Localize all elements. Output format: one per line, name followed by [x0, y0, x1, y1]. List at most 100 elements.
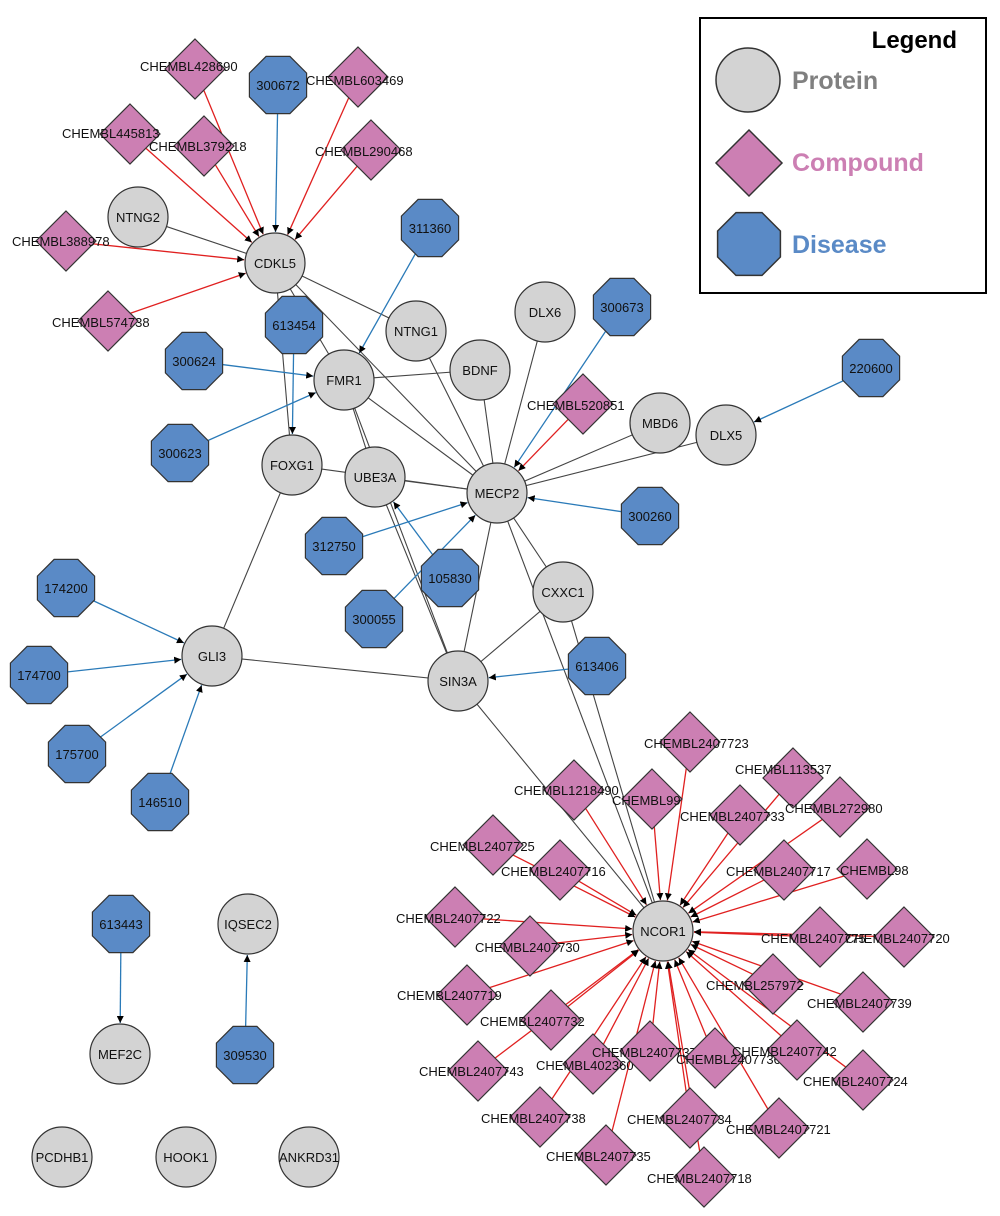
node-613406[interactable]: 613406 — [567, 636, 627, 696]
node-chembl257972[interactable]: CHEMBL257972 — [706, 953, 804, 1015]
node-300624[interactable]: 300624 — [164, 331, 224, 391]
node-hook1[interactable]: HOOK1 — [155, 1126, 217, 1188]
node-chembl428690[interactable]: CHEMBL428690 — [140, 38, 238, 100]
node-label: CHEMBL520851 — [527, 398, 625, 413]
node-chembl2407742[interactable]: CHEMBL2407742 — [732, 1019, 837, 1081]
node-300673[interactable]: 300673 — [592, 277, 652, 337]
node-613454[interactable]: 613454 — [264, 295, 324, 355]
protein-circle — [278, 1126, 340, 1188]
node-chembl2407736[interactable]: CHEMBL2407736 — [676, 1027, 781, 1089]
node-chembl2407733[interactable]: CHEMBL2407733 — [680, 784, 785, 846]
edge-d312750-mecp2 — [351, 501, 468, 541]
node-label: CHEMBL2407738 — [481, 1111, 586, 1126]
node-label: HOOK1 — [163, 1150, 209, 1165]
node-175700[interactable]: 175700 — [47, 724, 107, 784]
protein-circle — [629, 392, 691, 454]
node-chembl2407730[interactable]: CHEMBL2407730 — [475, 915, 580, 977]
node-chembl2407717[interactable]: CHEMBL2407717 — [726, 839, 831, 901]
node-chembl2407720[interactable]: CHEMBL2407720 — [845, 906, 950, 968]
edge-d613406-sin3a — [488, 667, 579, 681]
node-174700[interactable]: 174700 — [9, 645, 69, 705]
node-300623[interactable]: 300623 — [150, 423, 210, 483]
node-chembl2407735[interactable]: CHEMBL2407735 — [546, 1124, 651, 1186]
node-311360[interactable]: 311360 — [400, 198, 460, 258]
node-dlx5[interactable]: DLX5 — [695, 404, 757, 466]
node-ntng2[interactable]: NTNG2 — [107, 186, 169, 248]
compound-diamond — [709, 784, 771, 846]
node-300055[interactable]: 300055 — [344, 589, 404, 649]
edge-c98-ncor1 — [692, 873, 850, 924]
node-220600[interactable]: 220600 — [841, 338, 901, 398]
node-chembl272980[interactable]: CHEMBL272980 — [785, 776, 883, 838]
node-300260[interactable]: 300260 — [620, 486, 680, 546]
node-dlx6[interactable]: DLX6 — [514, 281, 576, 343]
node-ankrd31[interactable]: ANKRD31 — [278, 1126, 340, 1188]
node-chembl2407719[interactable]: CHEMBL2407719 — [397, 964, 502, 1026]
node-ncor1[interactable]: NCOR1 — [632, 900, 694, 962]
node-chembl98[interactable]: CHEMBL98 — [836, 838, 909, 900]
node-bdnf[interactable]: BDNF — [449, 339, 511, 401]
node-chembl2407732[interactable]: CHEMBL2407732 — [480, 989, 585, 1051]
node-chembl2407722[interactable]: CHEMBL2407722 — [396, 886, 501, 948]
node-309530[interactable]: 309530 — [215, 1025, 275, 1085]
node-chembl445813[interactable]: CHEMBL445813 — [62, 103, 161, 165]
edge-c2407720-ncor1 — [693, 928, 887, 938]
edge-c2407738-ncor1 — [549, 956, 647, 1103]
node-cxxc1[interactable]: CXXC1 — [532, 561, 594, 623]
node-chembl402360[interactable]: CHEMBL402360 — [536, 1033, 634, 1095]
node-146510[interactable]: 146510 — [130, 772, 190, 832]
node-mecp2[interactable]: MECP2 — [466, 462, 528, 524]
compound-diamond — [836, 838, 898, 900]
node-chembl2407734[interactable]: CHEMBL2407734 — [627, 1087, 732, 1149]
node-174200[interactable]: 174200 — [36, 558, 96, 618]
legend: Legend Protein Compound Disease — [699, 17, 987, 294]
node-mbd6[interactable]: MBD6 — [629, 392, 691, 454]
edge-c1218490-ncor1 — [583, 804, 648, 906]
compound-diamond — [436, 964, 498, 1026]
node-sin3a[interactable]: SIN3A — [427, 650, 489, 712]
compound-diamond — [621, 768, 683, 830]
node-chembl379218[interactable]: CHEMBL379218 — [149, 115, 247, 177]
node-chembl2407716[interactable]: CHEMBL2407716 — [501, 839, 606, 901]
node-chembl520851[interactable]: CHEMBL520851 — [527, 373, 625, 435]
compound-diamond — [99, 103, 161, 165]
node-chembl2407721[interactable]: CHEMBL2407721 — [726, 1097, 831, 1159]
node-chembl2407724[interactable]: CHEMBL2407724 — [803, 1049, 908, 1111]
node-label: CHEMBL2407743 — [419, 1064, 524, 1079]
disease-octagon — [420, 548, 480, 608]
node-613443[interactable]: 613443 — [91, 894, 151, 954]
node-chembl574738[interactable]: CHEMBL574738 — [52, 290, 150, 352]
node-iqsec2[interactable]: IQSEC2 — [217, 893, 279, 955]
disease-octagon — [264, 295, 324, 355]
node-chembl2407738[interactable]: CHEMBL2407738 — [481, 1086, 586, 1148]
node-chembl1218490[interactable]: CHEMBL1218490 — [514, 759, 619, 821]
node-chembl2407718[interactable]: CHEMBL2407718 — [647, 1146, 752, 1208]
node-chembl2407739[interactable]: CHEMBL2407739 — [807, 971, 912, 1033]
node-chembl290468[interactable]: CHEMBL290468 — [315, 119, 413, 181]
node-300672[interactable]: 300672 — [248, 55, 308, 115]
node-105830[interactable]: 105830 — [420, 548, 480, 608]
node-pcdhb1[interactable]: PCDHB1 — [31, 1126, 93, 1188]
node-chembl2407725[interactable]: CHEMBL2407725 — [430, 814, 535, 876]
node-ntng1[interactable]: NTNG1 — [385, 300, 447, 362]
node-label: 300055 — [352, 612, 395, 627]
node-chembl388978[interactable]: CHEMBL388978 — [12, 210, 110, 272]
node-chembl113537[interactable]: CHEMBL113537 — [735, 747, 832, 809]
node-gli3[interactable]: GLI3 — [181, 625, 243, 687]
node-312750[interactable]: 312750 — [304, 516, 364, 576]
node-chembl2407775[interactable]: CHEMBL2407775 — [761, 906, 866, 968]
node-chembl603469[interactable]: CHEMBL603469 — [306, 46, 404, 108]
node-mef2c[interactable]: MEF2C — [89, 1023, 151, 1085]
node-chembl2407723[interactable]: CHEMBL2407723 — [644, 711, 749, 773]
disease-octagon — [164, 331, 224, 391]
node-chembl2407743[interactable]: CHEMBL2407743 — [419, 1040, 524, 1102]
node-label: 300673 — [600, 300, 643, 315]
node-chembl2407737[interactable]: CHEMBL2407737 — [592, 1020, 697, 1082]
node-ube3a[interactable]: UBE3A — [344, 446, 406, 508]
node-foxg1[interactable]: FOXG1 — [261, 434, 323, 496]
node-cdkl5[interactable]: CDKL5 — [244, 232, 306, 294]
node-chembl99[interactable]: CHEMBL99 — [612, 768, 683, 830]
node-fmr1[interactable]: FMR1 — [313, 349, 375, 411]
edge-c2407719-ncor1 — [483, 939, 634, 991]
edge-c2407730-ncor1 — [547, 931, 633, 945]
